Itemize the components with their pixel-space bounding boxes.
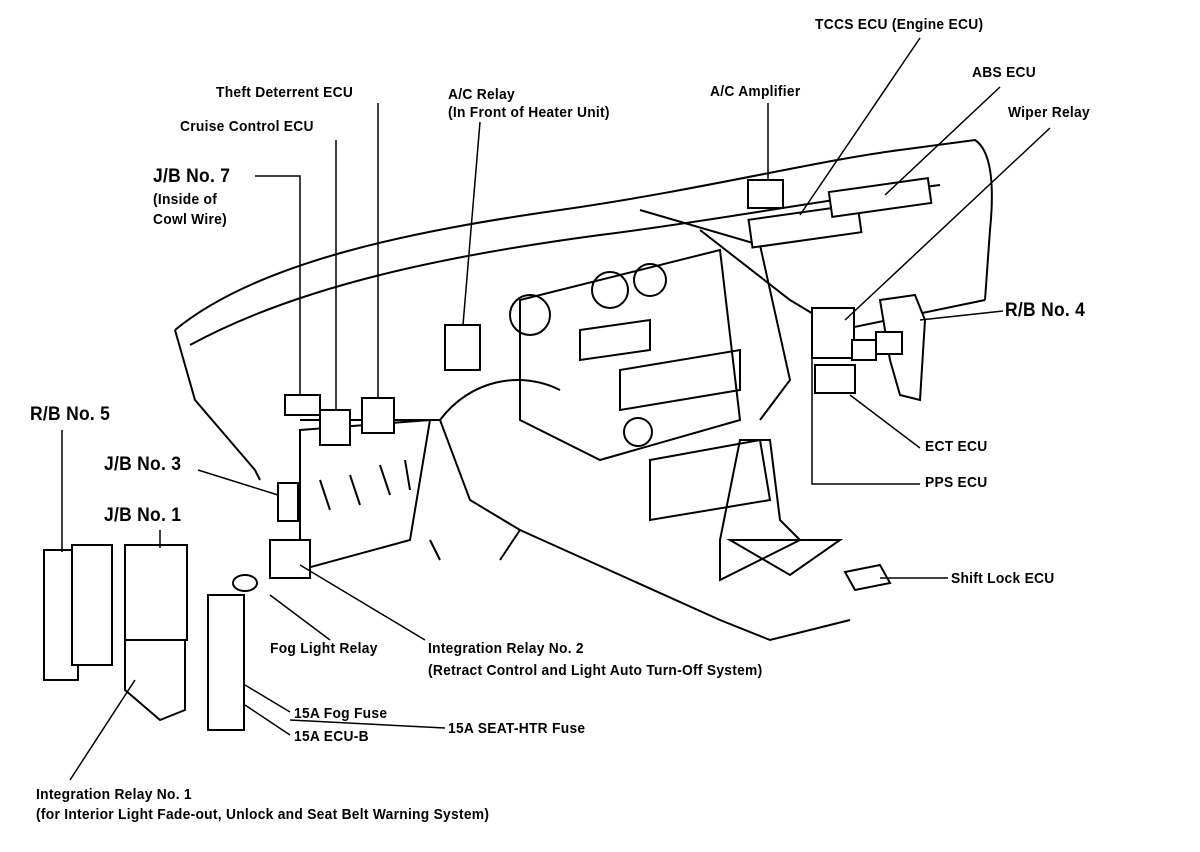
jb3-label: J/B No. 3 — [104, 454, 182, 475]
fog-light-relay-label: Fog Light Relay — [270, 640, 378, 657]
integration-relay-1-note: (for Interior Light Fade-out, Unlock and… — [36, 806, 490, 823]
jb7-note-2: Cowl Wire) — [153, 211, 227, 228]
ac-relay-label: A/C Relay — [448, 86, 515, 103]
cruise-control-ecu-label: Cruise Control ECU — [180, 118, 314, 135]
seat-htr-fuse-label: 15A SEAT-HTR Fuse — [448, 720, 586, 737]
ac-relay-note: (In Front of Heater Unit) — [448, 104, 610, 121]
abs-ecu-label: ABS ECU — [972, 64, 1037, 81]
leader-lines — [61, 37, 1051, 781]
ecu-b-fuse-label: 15A ECU-B — [294, 728, 369, 745]
wiper-relay-label: Wiper Relay — [1008, 104, 1090, 121]
pps-ecu-label: PPS ECU — [925, 474, 988, 491]
jb7-label: J/B No. 7 — [153, 166, 231, 187]
integration-relay-1-label: Integration Relay No. 1 — [36, 786, 192, 803]
components — [43, 177, 933, 731]
rb5-label: R/B No. 5 — [30, 404, 111, 425]
theft-deterrent-ecu-label: Theft Deterrent ECU — [216, 84, 354, 101]
integration-relay-2-note: (Retract Control and Light Auto Turn-Off… — [428, 662, 763, 679]
jb7-note-1: (Inside of — [153, 191, 218, 208]
integration-relay-2-label: Integration Relay No. 2 — [428, 640, 584, 657]
ect-ecu-label: ECT ECU — [925, 438, 988, 455]
tccs-ecu-label: TCCS ECU (Engine ECU) — [815, 16, 984, 33]
jb1-label: J/B No. 1 — [104, 505, 182, 526]
fog-fuse-label: 15A Fog Fuse — [294, 705, 388, 722]
ac-amplifier-label: A/C Amplifier — [710, 83, 801, 100]
shift-lock-ecu-label: Shift Lock ECU — [951, 570, 1055, 587]
rb4-label: R/B No. 4 — [1005, 300, 1086, 321]
